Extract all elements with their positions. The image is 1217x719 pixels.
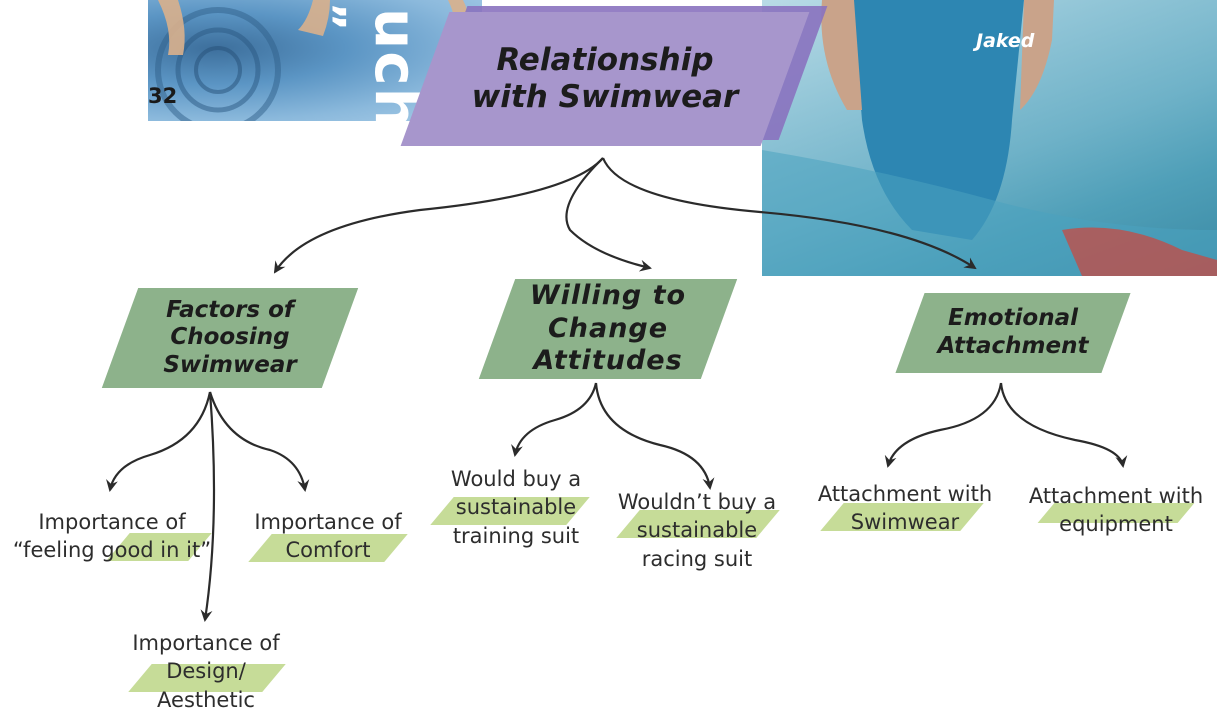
- leaf-attachment-swimwear: Attachment with Swimwear: [817, 482, 993, 535]
- swimmer-figure: [762, 0, 1217, 276]
- edge-willing-nobuy: [594, 382, 715, 490]
- leaf-nobuy-racing: Wouldn’t buy a sustainable racing suit: [617, 490, 777, 571]
- category-emotional: Emotional Attachment: [895, 293, 1131, 373]
- category-factors-label: Factors of Choosing Swimwear: [163, 296, 297, 378]
- leaf-feeling-good: Importance of “feeling good in it”: [12, 510, 212, 563]
- category-willing-label: Willing to Change Attitudes: [529, 280, 687, 377]
- edge-factors-feeling: [106, 391, 212, 492]
- swimmer-photo-left: uch ”: [148, 0, 482, 121]
- edge-willing-buy: [511, 382, 598, 457]
- category-willing: Willing to Change Attitudes: [478, 279, 738, 379]
- edge-root-willing: [565, 157, 652, 272]
- page-number: 32: [148, 84, 178, 108]
- edge-emotional-swimwear: [884, 382, 1003, 468]
- swimmer-photo-right: Jaked: [762, 0, 1217, 276]
- root-node-label: Relationship with Swimwear: [471, 41, 739, 115]
- leaf-comfort: Importance of Comfort: [254, 510, 402, 563]
- category-emotional-label: Emotional Attachment: [937, 305, 1089, 359]
- category-factors: Factors of Choosing Swimwear: [101, 288, 359, 388]
- edge-root-factors: [273, 157, 604, 274]
- root-node: Relationship with Swimwear: [400, 6, 828, 146]
- edge-root-emotional: [601, 157, 977, 270]
- edge-factors-design: [200, 391, 216, 622]
- leaf-design: Importance of Design/ Aesthetic: [132, 631, 280, 712]
- edge-factors-comfort: [208, 391, 310, 492]
- edge-emotional-equipment: [999, 382, 1128, 468]
- leaf-attachment-equipment: Attachment with equipment: [1028, 484, 1204, 537]
- suit-brand-logo: Jaked: [976, 30, 1035, 52]
- leaf-buy-training: Would buy a sustainable training suit: [450, 467, 582, 548]
- water-ripples: [155, 0, 470, 121]
